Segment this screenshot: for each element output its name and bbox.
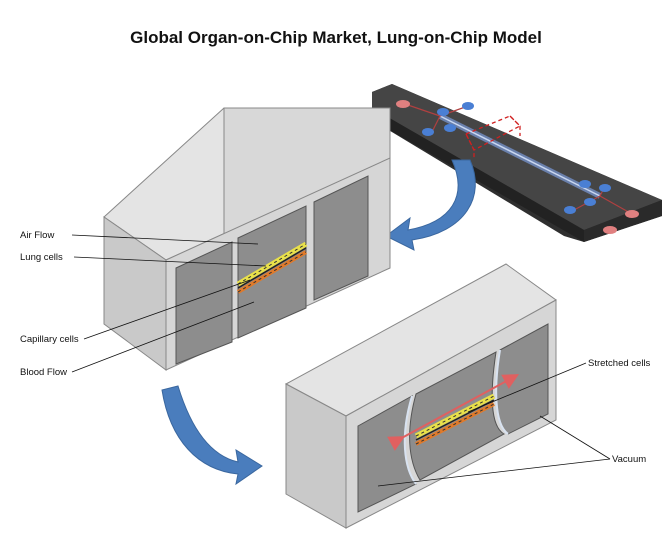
microfluidic-chip [372, 84, 662, 242]
chip-port-icon [396, 100, 410, 108]
label-lung-cells: Lung cells [20, 252, 63, 263]
cross-section-block-2 [284, 263, 557, 529]
curved-arrow-icon [161, 385, 263, 486]
curved-arrow-icon [385, 159, 476, 251]
cross-section-block-1 [103, 107, 391, 371]
label-stretched-cells: Stretched cells [588, 358, 651, 369]
label-blood-flow: Blood Flow [20, 367, 67, 378]
double-headed-arrow-icon [387, 374, 520, 451]
label-air-flow: Air Flow [20, 230, 54, 241]
label-capillary-cells: Capillary cells [20, 334, 79, 345]
diagram-title: Global Organ-on-Chip Market, Lung-on-Chi… [130, 28, 542, 47]
label-vacuum: Vacuum [612, 454, 646, 465]
